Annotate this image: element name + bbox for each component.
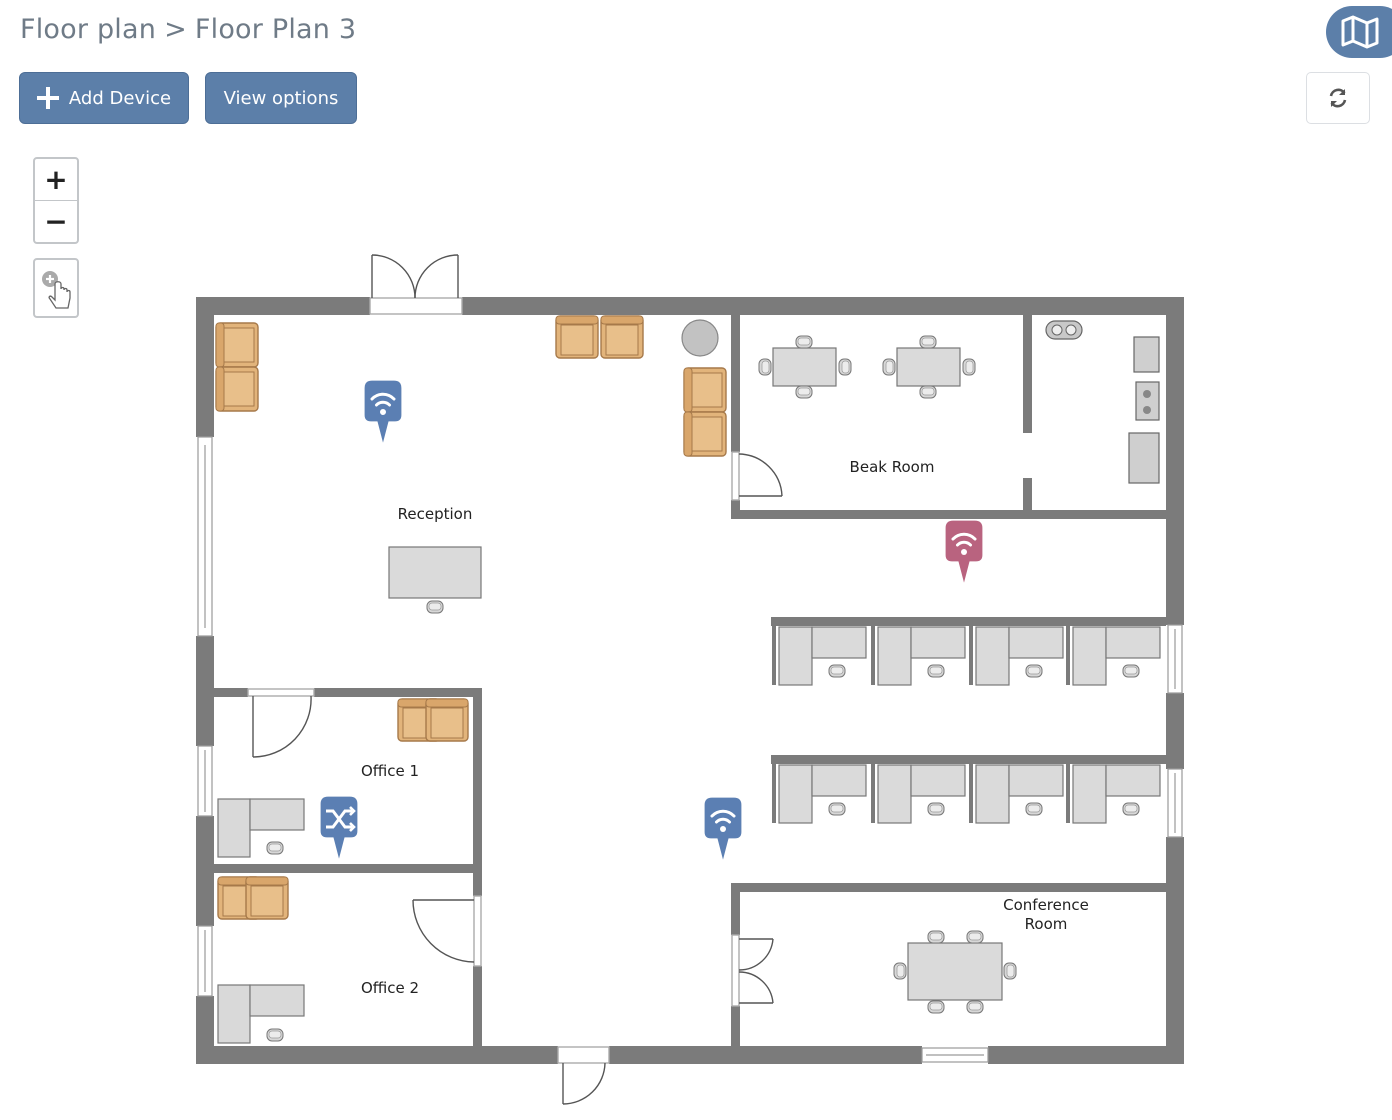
view-options-label: View options: [223, 87, 339, 109]
room-label-conference-room: Room: [1025, 915, 1068, 933]
room-label-office-2: Office 2: [361, 979, 419, 997]
windows: [197, 436, 1183, 1063]
wifi-icon: [943, 518, 985, 587]
zoom-in-button[interactable]: +: [35, 159, 77, 201]
map-icon: [1341, 15, 1379, 49]
zoom-control: + −: [33, 157, 79, 244]
reception-furniture: [215, 315, 727, 614]
wifi-icon: [362, 378, 404, 447]
add-device-button[interactable]: Add Device: [19, 72, 189, 124]
select-zoom-tool-button[interactable]: [33, 258, 79, 318]
breadcrumb-root[interactable]: Floor plan: [20, 14, 157, 45]
doors: [247, 254, 783, 1105]
breadcrumb-separator: >: [164, 14, 187, 45]
conference-furniture: [893, 930, 1017, 1014]
zoom-out-button[interactable]: −: [44, 205, 68, 238]
network-switch-marker[interactable]: [318, 794, 360, 863]
kitchen-appliances: [1045, 320, 1160, 484]
cubicles: [772, 619, 1164, 823]
refresh-icon: [1329, 88, 1347, 108]
wifi-icon: [702, 795, 744, 864]
pointer-zoom-icon: [42, 271, 71, 309]
wifi-access-point-alert-marker[interactable]: [943, 518, 985, 587]
view-options-button[interactable]: View options: [205, 72, 357, 124]
wifi-access-point-marker[interactable]: [362, 378, 404, 447]
wifi-access-point-marker[interactable]: [702, 795, 744, 864]
switch-icon: [318, 794, 360, 863]
plus-icon: [36, 87, 59, 109]
breadcrumb-current: Floor Plan 3: [194, 14, 357, 45]
interior-walls: [214, 315, 1166, 1046]
map-view-button[interactable]: [1326, 6, 1392, 58]
refresh-button[interactable]: [1306, 72, 1370, 124]
breadcrumb: Floor plan>Floor Plan 3: [20, 14, 356, 45]
room-label-reception: Reception: [398, 505, 473, 523]
break-room-furniture: [758, 335, 976, 399]
add-device-label: Add Device: [68, 87, 172, 109]
room-label-office-1: Office 1: [361, 762, 419, 780]
room-label-break-room: Beak Room: [850, 458, 935, 476]
outer-walls: [196, 297, 1184, 1064]
room-label-conference: Conference: [1003, 896, 1089, 914]
